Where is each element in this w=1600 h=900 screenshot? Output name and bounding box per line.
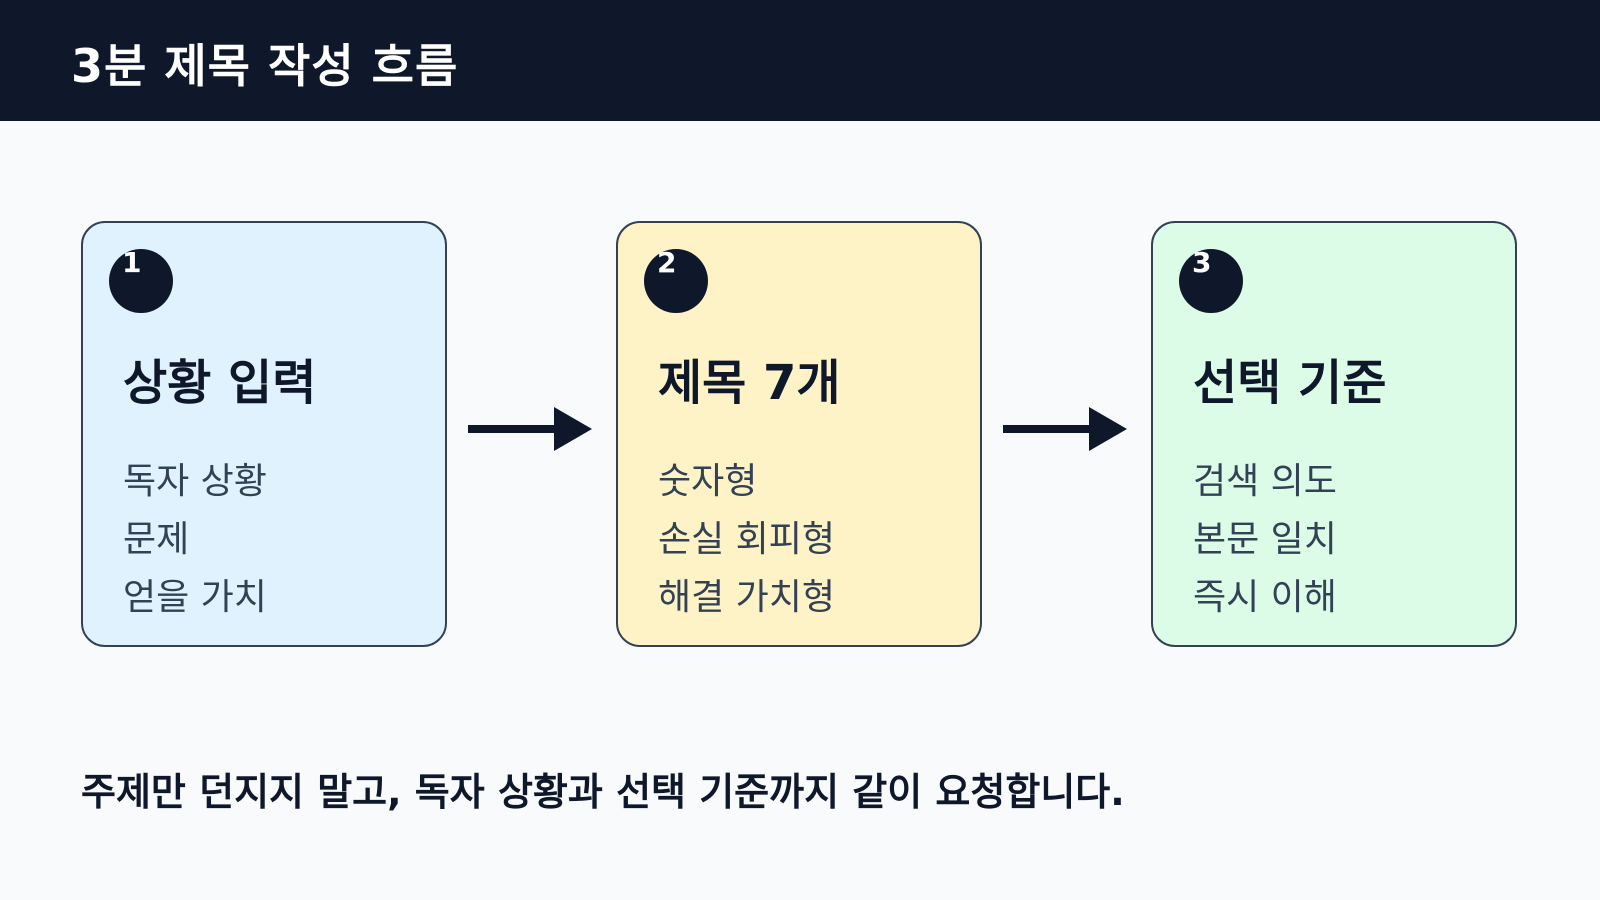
step-badge-2: 2	[644, 246, 708, 313]
step-3-item-1: 검색 의도	[1193, 461, 1337, 502]
step-badge-1: 1	[109, 246, 173, 313]
step-number-2: 2	[657, 246, 677, 279]
step-3-item-2: 본문 일치	[1193, 519, 1337, 560]
footer-note: 주제만 던지지 말고, 독자 상황과 선택 기준까지 같이 요청합니다.	[81, 770, 1125, 814]
step-title-2: 제목 7개	[658, 355, 841, 411]
step-list-3: 검색 의도 본문 일치 즉시 이해	[1193, 453, 1337, 627]
step-list-2: 숫자형 손실 회피형 해결 가치형	[658, 453, 835, 627]
step-1-item-2: 문제	[123, 519, 190, 560]
step-1-item-1: 독자 상황	[123, 461, 267, 502]
step-card-1: 1 상황 입력 독자 상황 문제 얻을 가치	[81, 221, 447, 647]
step-list-1: 독자 상황 문제 얻을 가치	[123, 453, 267, 627]
step-card-2: 2 제목 7개 숫자형 손실 회피형 해결 가치형	[616, 221, 982, 647]
step-title-3: 선택 기준	[1193, 355, 1387, 411]
step-card-3: 3 선택 기준 검색 의도 본문 일치 즉시 이해	[1151, 221, 1517, 647]
step-badge-3: 3	[1179, 246, 1243, 313]
page-title: 3분 제목 작성 흐름	[71, 39, 459, 93]
step-3-item-3: 즉시 이해	[1193, 577, 1337, 618]
step-2-item-1: 숫자형	[658, 461, 758, 502]
step-2-item-3: 해결 가치형	[658, 577, 836, 618]
step-title-1: 상황 입력	[123, 355, 317, 411]
step-number-3: 3	[1192, 246, 1212, 279]
step-2-item-2: 손실 회피형	[658, 519, 836, 560]
arrow-right-icon	[1003, 407, 1127, 451]
arrow-right-icon	[468, 407, 592, 451]
header-bar: 3분 제목 작성 흐름	[0, 0, 1600, 121]
step-number-1: 1	[122, 246, 142, 279]
step-1-item-3: 얻을 가치	[123, 577, 267, 618]
